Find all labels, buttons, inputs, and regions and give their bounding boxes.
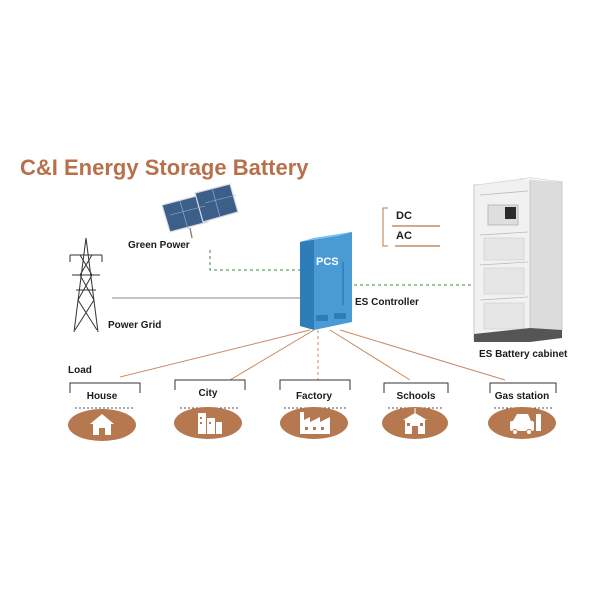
green-power-label: Green Power	[128, 240, 190, 251]
load-box-schools	[382, 382, 449, 439]
load-link-gas-station	[339, 329, 506, 381]
load-label-house: House	[86, 391, 118, 402]
battery-cabinet-label: ES Battery cabinet	[479, 349, 568, 360]
pcs-label: PCS	[316, 256, 339, 268]
load-label: Load	[68, 365, 92, 376]
battery-cabinet-icon	[473, 177, 563, 342]
load-link-schools	[329, 329, 411, 381]
solar-panel-icon	[161, 183, 239, 239]
connection-lines	[112, 225, 506, 381]
dc-ac-converter-box	[382, 207, 440, 247]
diagram-title: C&I Energy Storage Battery	[20, 155, 309, 180]
load-label-factory: Factory	[295, 391, 333, 402]
load-box-city	[174, 379, 246, 439]
load-boxes	[68, 379, 557, 441]
load-box-house	[68, 382, 141, 441]
load-label-city: City	[198, 388, 218, 399]
load-link-house	[119, 329, 311, 378]
load-link-city	[229, 329, 315, 381]
green-power-link	[209, 250, 300, 271]
pcs-unit	[300, 232, 352, 330]
load-box-factory	[279, 379, 351, 439]
dc-ac-box: DC AC	[383, 203, 439, 246]
dc-label: DC	[396, 210, 412, 222]
load-label-gas-station: Gas station	[494, 391, 550, 402]
load-box-gas-station	[488, 382, 557, 439]
load-label-schools: Schools	[396, 391, 436, 402]
ac-label: AC	[396, 230, 412, 242]
power-grid-label: Power Grid	[108, 320, 162, 331]
es-controller-label: ES Controller	[355, 297, 419, 308]
transmission-tower-icon	[69, 237, 103, 333]
